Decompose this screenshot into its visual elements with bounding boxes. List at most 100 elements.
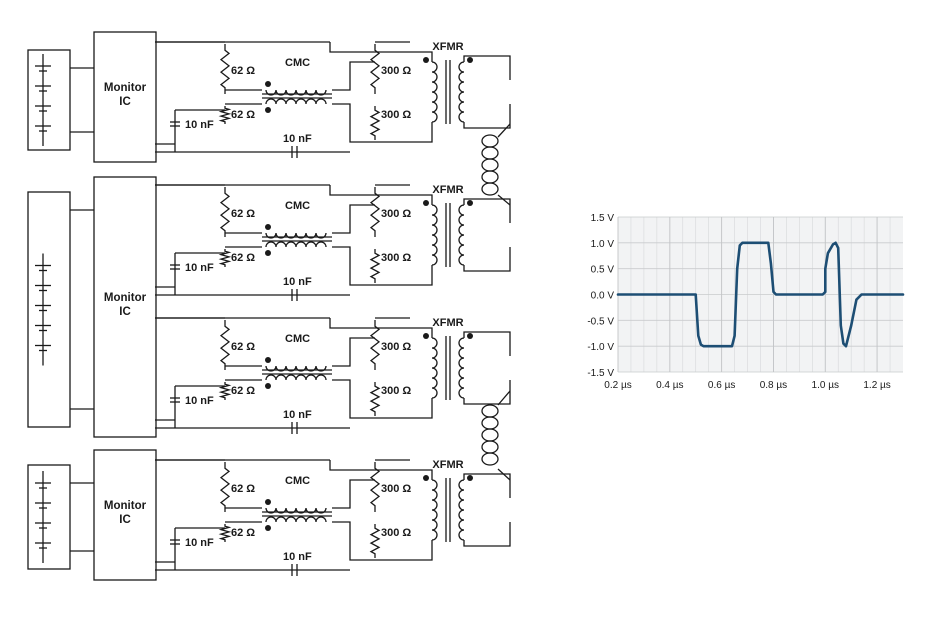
label-bottom-cap: 10 nF [283, 276, 312, 288]
x-tick-label: 0.2 µs [604, 380, 631, 391]
wire [332, 337, 375, 367]
monitor-label: Monitor [104, 500, 147, 512]
resistor-62-top [219, 44, 231, 94]
wire [463, 55, 511, 80]
wire [332, 61, 375, 91]
battery-box [27, 49, 71, 151]
wire [463, 473, 511, 498]
wire [332, 521, 375, 561]
xfmr-secondary [458, 337, 465, 399]
cmc-coil-top [265, 89, 327, 96]
resistor-300-top [369, 187, 381, 237]
resistor-300-top [369, 44, 381, 94]
twisted-pair [481, 404, 499, 466]
cmc-dot [265, 525, 271, 531]
label-xfmr: XFMR [432, 41, 463, 53]
wire [410, 540, 433, 561]
label-res-bottom: 62 Ω [231, 109, 255, 121]
label-xfmr: XFMR [432, 317, 463, 329]
wire [332, 479, 375, 509]
twist-loop [481, 146, 499, 160]
rail-top-cmc [329, 42, 410, 53]
label-cmc: CMC [285, 200, 310, 212]
xfmr-dot [467, 333, 473, 339]
twist-loop [481, 404, 499, 418]
cmc-coil-top [265, 507, 327, 514]
cmc-dot [265, 81, 271, 87]
wire [332, 379, 375, 419]
resistor-62-top [219, 187, 231, 237]
battery-box [27, 191, 71, 428]
y-tick-label: 1.0 V [591, 239, 615, 250]
wire [463, 331, 511, 356]
resistor-62-bottom [218, 524, 232, 542]
xfmr-dot [423, 200, 429, 206]
label-xfmr: XFMR [432, 184, 463, 196]
wire [463, 522, 511, 547]
twisted-pair [481, 134, 499, 196]
y-tick-label: 1.5 V [591, 213, 615, 224]
label-cmc: CMC [285, 333, 310, 345]
wire [410, 122, 433, 143]
monitor-label: IC [119, 96, 131, 108]
wire [463, 380, 511, 405]
xfmr-primary [431, 204, 438, 266]
monitor-ic-box [93, 176, 157, 438]
rail-top-cmc [329, 318, 410, 329]
label-cmc: CMC [285, 475, 310, 487]
resistor-300-top [369, 320, 381, 370]
monitor-ic-box [93, 31, 157, 163]
label-xres-top: 300 Ω [381, 341, 411, 353]
label-xres-bottom: 300 Ω [381, 527, 411, 539]
battery-pack [27, 191, 94, 428]
label-xres-bottom: 300 Ω [381, 109, 411, 121]
label-res-top: 62 Ω [231, 341, 255, 353]
wire [497, 390, 511, 406]
xfmr-primary [431, 479, 438, 541]
twist-loop [481, 440, 499, 454]
twist-loop [481, 452, 499, 466]
battery-pack [27, 49, 94, 151]
battery-box [27, 464, 71, 570]
label-xres-bottom: 300 Ω [381, 385, 411, 397]
monitor-label: IC [119, 306, 131, 318]
cmc-coil-bottom [265, 241, 327, 248]
y-tick-label: -0.5 V [587, 316, 614, 327]
resistor-62-top [219, 462, 231, 512]
label-res-top: 62 Ω [231, 483, 255, 495]
resistor-62-top [219, 320, 231, 370]
rail-top-cmc [329, 185, 410, 196]
label-cap: 10 nF [185, 395, 214, 407]
label-cap: 10 nF [185, 537, 214, 549]
wire [332, 103, 375, 143]
wire [410, 398, 433, 419]
label-xres-bottom: 300 Ω [381, 252, 411, 264]
cmc-dot [265, 250, 271, 256]
label-xres-top: 300 Ω [381, 208, 411, 220]
x-tick-label: 0.4 µs [656, 380, 683, 391]
xfmr-dot [467, 57, 473, 63]
xfmr-dot [423, 333, 429, 339]
cmc-dot [265, 383, 271, 389]
label-res-top: 62 Ω [231, 208, 255, 220]
y-tick-label: 0.0 V [591, 291, 615, 302]
twist-loop [481, 158, 499, 172]
label-cmc: CMC [285, 57, 310, 69]
cmc-dot [265, 499, 271, 505]
xfmr-dot [423, 475, 429, 481]
label-xres-top: 300 Ω [381, 483, 411, 495]
label-res-bottom: 62 Ω [231, 385, 255, 397]
monitor-label: Monitor [104, 292, 147, 304]
label-res-bottom: 62 Ω [231, 527, 255, 539]
waveform-chart: 1.5 V1.0 V0.5 V0.0 V-0.5 V-1.0 V-1.5 V0.… [587, 213, 905, 391]
x-tick-label: 1.2 µs [863, 380, 890, 391]
label-bottom-cap: 10 nF [283, 409, 312, 421]
schematic: 62 Ω 62 Ω 10 nF CMC 10 nF 300 Ω 300 Ω XFMR 62 Ω 6… [27, 31, 511, 581]
battery-pack [27, 464, 94, 570]
resistor-300-bottom [369, 249, 381, 283]
wire [497, 194, 511, 206]
